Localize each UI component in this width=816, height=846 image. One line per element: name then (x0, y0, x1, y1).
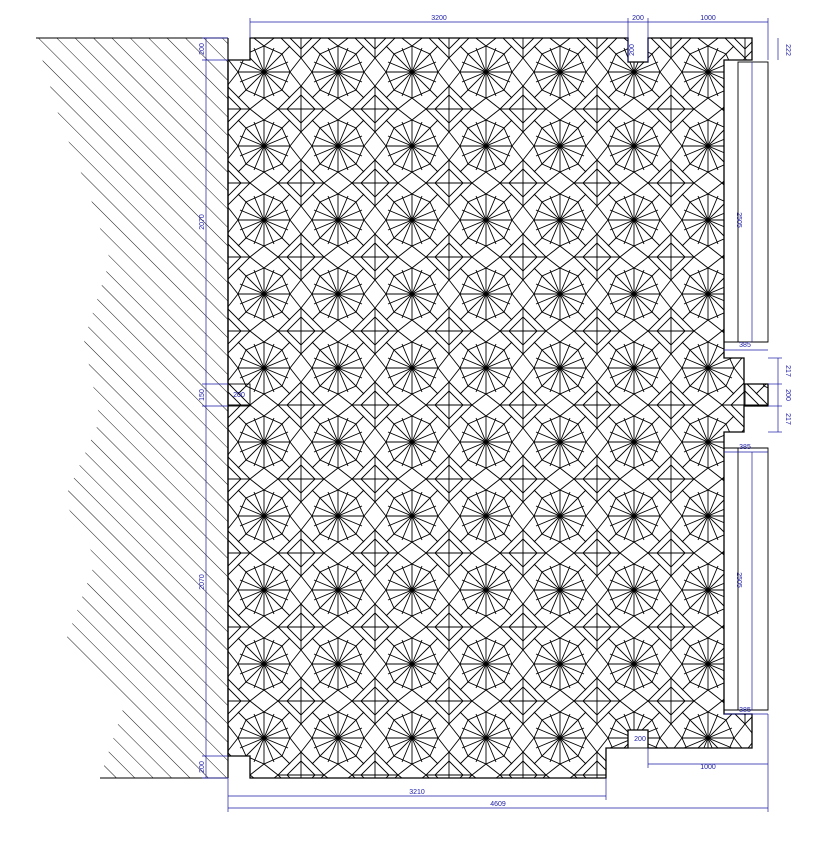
dim-top-notch-height: 200 (629, 44, 636, 56)
dim-top-notch: 200 (632, 15, 644, 22)
dim-top-right-edge: 222 (784, 44, 791, 56)
dim-top-right: 1000 (700, 15, 716, 22)
dim-bottom-notch: 200 (634, 736, 646, 743)
dim-left-bottom-step: 200 (199, 761, 206, 773)
dim-right-bottom-offset: 385 (739, 707, 751, 714)
dim-right-mid-c: 217 (784, 413, 791, 425)
dimension-lines (202, 18, 782, 812)
dim-left-mid-value: 200 (233, 392, 245, 399)
dim-right-upper-offset: 385 (739, 342, 751, 349)
dim-right-mid-a: 217 (784, 365, 791, 377)
dimension-labels: 3200 200 1000 222 200 200 2070 200 150 2… (199, 15, 791, 808)
dim-overall-width: 4609 (490, 801, 506, 808)
right-wall-openings (227, 61, 769, 749)
dim-bottom-width: 3210 (409, 789, 425, 796)
dim-bottom-right: 1000 (700, 764, 716, 771)
dim-top-width: 3200 (431, 15, 447, 22)
dim-left-lower-height: 2070 (199, 574, 206, 590)
dim-right-upper-height: 2505 (735, 212, 742, 228)
dim-left-top-step: 200 (199, 43, 206, 55)
tile-floor (227, 37, 769, 779)
dim-left-upper-height: 2070 (199, 214, 206, 230)
wall-hatch (36, 37, 229, 779)
dim-right-mid-b: 200 (784, 389, 791, 401)
dim-left-mid-small: 150 (199, 389, 206, 401)
dim-right-lower-offset: 385 (739, 444, 751, 451)
dim-right-lower-height: 2505 (735, 572, 742, 588)
